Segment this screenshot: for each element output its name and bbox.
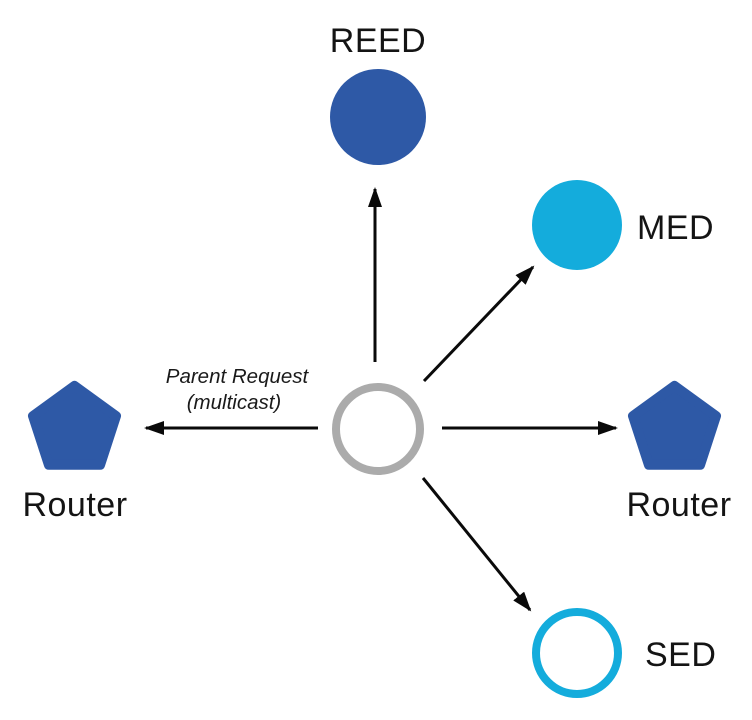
reed-label: REED (330, 22, 426, 60)
arrow-to-med (422, 265, 535, 383)
med-node: MED (532, 180, 714, 270)
joining-device-circle-icon (332, 383, 424, 475)
router-right-node: Router (626, 380, 731, 524)
router-left-label: Router (22, 486, 127, 524)
router-right-pentagon-icon (628, 380, 721, 470)
med-label: MED (637, 209, 714, 247)
router-right-label: Router (626, 486, 731, 524)
reed-circle-icon (330, 69, 426, 165)
reed-node: REED (330, 22, 426, 165)
joining-device-node (332, 383, 424, 475)
parent-request-arrows (144, 187, 618, 612)
annotation-line2: (multicast) (187, 391, 282, 414)
annotation-line1: Parent Request (166, 365, 310, 388)
sed-node: SED (532, 608, 716, 698)
sed-circle-icon (532, 608, 622, 698)
arrow-to-sed (421, 477, 532, 612)
parent-request-annotation: Parent Request (multicast) (166, 365, 310, 414)
router-left-pentagon-icon (28, 380, 121, 470)
sed-label: SED (645, 636, 716, 674)
router-left-node: Router (22, 380, 127, 524)
med-circle-icon (532, 180, 622, 270)
